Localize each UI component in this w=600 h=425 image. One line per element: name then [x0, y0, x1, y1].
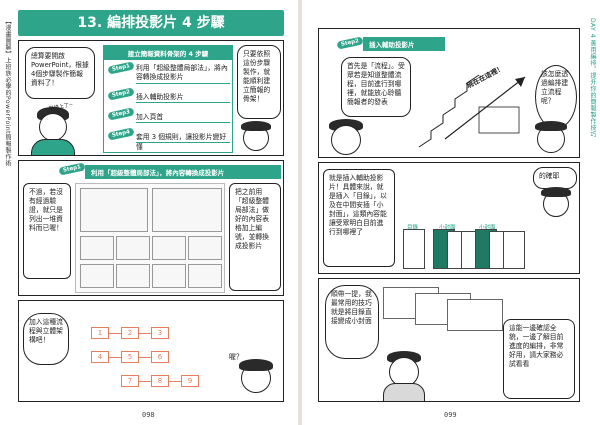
steps-box: 建立簡報資料骨架的 4 步驟 Step1 利用「超級整體局部法」，將內容轉換成投… [103, 45, 233, 153]
speech-bubble-intro: 總算要開啟PowerPoint，根據4個步驟製作簡報資料了！ [25, 47, 95, 99]
flow-connector [169, 381, 181, 382]
toc-slide-3 [447, 299, 503, 331]
step1-underline [136, 83, 230, 84]
step3-underline [136, 122, 230, 123]
flow-box-3: 3 [151, 327, 169, 339]
slides-preview [75, 183, 225, 293]
panel-step2: Step2 插入輔助投影片 首先是「流程」。受眾若是知道整體流程，目前進行到哪裡… [318, 28, 580, 158]
left-side-title: 【漫畫圖解】上班族必學的PowerPoint簡報製作術 [4, 18, 11, 167]
step2-underline [136, 102, 230, 103]
preview-slide-7 [152, 264, 186, 288]
preview-slide-8 [188, 264, 222, 288]
flow-connector [139, 381, 151, 382]
slide-stack [403, 229, 573, 273]
flow-box-9: 9 [181, 375, 199, 387]
badge-contact: 聯絡上了~ [48, 101, 74, 113]
preview-slide-4 [188, 236, 222, 260]
panel2-step-badge: Step1 [58, 162, 86, 176]
label-cover-1: 小封面 [439, 225, 456, 231]
page-gutter [298, 0, 302, 425]
character-face [39, 113, 67, 141]
preview-slide-2 [116, 236, 150, 260]
label-cover-2: 小封面 [479, 225, 496, 231]
left-page: 【漫畫圖解】上班族必學的PowerPoint簡報製作術 13. 編排投影片 4 … [0, 0, 298, 425]
panel-flow: 加入這種流程與立體架構吧！ 1 2 3 4 5 6 7 8 9 喔？ [18, 300, 284, 402]
panel-steps-overview: 總算要開啟PowerPoint，根據4個步驟製作簡報資料了！ 聯絡上了~ 建立簡… [18, 40, 284, 156]
character-shirt [31, 139, 75, 155]
panel1-step-badge: Step2 [336, 36, 364, 50]
step2-text: 插入輔助投影片 [136, 93, 184, 101]
flow-box-5: 5 [121, 351, 139, 363]
left-page-number: 098 [142, 411, 155, 419]
preview-slide-6 [116, 264, 150, 288]
right-page-number: 099 [444, 411, 457, 419]
step3-text: 加入頁首 [136, 113, 164, 121]
right-page: DAY 4 善用編排，提升你的簡報製作技巧 Step2 插入輔助投影片 首先是「… [302, 0, 600, 425]
flow-connector [109, 357, 121, 358]
step2-badge: Step2 [107, 87, 135, 101]
step4-badge: Step4 [107, 127, 135, 141]
character-hair-flow [239, 359, 273, 371]
flow-box-1: 1 [91, 327, 109, 339]
speech-bubble-flow: 加入這種流程與立體架構吧！ [23, 313, 69, 365]
character-hair-right [535, 121, 567, 131]
speech-bubble-right: 只要依照這份步驟製作，就能順利建立簡報的骨架！ [237, 45, 281, 119]
panel-toc-to-cover: 順帶一提，我最常用的技巧就是將目錄直接變成小封面 這能一邊確認全貌，一邊了解目前… [318, 278, 580, 402]
preview-slide-5 [80, 264, 114, 288]
speech-bubble-flow-intro: 首先是「流程」。受眾若是知道整體流程，目前進行到哪裡，就能放心聆聽簡報者的發表 [341, 57, 411, 117]
speech-bubble-tip: 順帶一提，我最常用的技巧就是將目錄直接變成小封面 [325, 285, 379, 359]
flow-connector [139, 357, 151, 358]
preview-slide-3 [152, 236, 186, 260]
flow-box-2: 2 [121, 327, 139, 339]
panel-step1: Step1 利用「超級整體局部法」，將內容轉換成投影片 不過，若沒有經過驗證，就… [18, 160, 284, 296]
speech-bubble-explain: 把之前用「超級整體局部法」做好的內容表格加上編號，並轉換成投影片 [229, 183, 281, 291]
character-hair-right [241, 121, 271, 131]
preview-table [80, 188, 148, 232]
step4-underline [136, 142, 230, 143]
step1-text: 利用「超級整體局部法」，將內容轉換成投影片 [136, 64, 228, 81]
right-side-title: DAY 4 善用編排，提升你的簡報製作技巧 [589, 18, 596, 138]
character-hair-agree [541, 187, 571, 197]
panel-insert-helpers: 就是插入輔助投影片！具體來說，就是插入「目錄」，以及在中間安插「小封面」，這類內… [318, 162, 580, 274]
preview-table-2 [152, 188, 222, 232]
speech-bubble-recommend: 這能一邊確認全貌，一邊了解目前進度的編排，非常好用，請大家務必試看看 [503, 319, 575, 399]
flow-box-8: 8 [151, 375, 169, 387]
flow-connector [109, 333, 121, 334]
panel2-header: 利用「超級整體局部法」，將內容轉換成投影片 [85, 165, 281, 179]
flow-connector [139, 333, 151, 334]
speech-bubble-question: 該怎麼透過編排建立流程呢？ [535, 65, 577, 129]
panel1-header: 插入輔助投影片 [363, 37, 445, 51]
step1-badge: Step1 [107, 61, 135, 75]
label-toc: 目錄 [407, 225, 419, 231]
step4-text: 套用 3 個規則，讓投影片變好懂 [136, 133, 227, 151]
slide-toc [403, 229, 425, 269]
steps-box-header: 建立簡報資料骨架的 4 步驟 [104, 46, 232, 60]
speech-bubble-helpers: 就是插入輔助投影片！具體來說，就是插入「目錄」，以及在中間安插「小封面」，這類內… [323, 169, 395, 267]
flow-box-6: 6 [151, 351, 169, 363]
preview-slide-1 [80, 236, 114, 260]
slide-content [503, 231, 525, 269]
progress-stairs-illustration [418, 74, 526, 148]
speech-bubble-warning: 不過，若沒有經過驗證，就只是列出一堆資料而已喔！ [23, 183, 71, 279]
flow-diagram: 1 2 3 4 5 6 7 8 9 [89, 311, 219, 395]
flow-box-7: 7 [121, 375, 139, 387]
exclaim-text: 喔？ [229, 353, 243, 361]
flow-box-4: 4 [91, 351, 109, 363]
character-face [331, 125, 361, 155]
speech-bubble-agree: 的確耶 [533, 167, 577, 189]
character-shirt [383, 383, 425, 401]
page-title: 13. 編排投影片 4 步驟 [18, 10, 284, 36]
step3-badge: Step3 [107, 107, 135, 121]
character-face [389, 357, 419, 387]
